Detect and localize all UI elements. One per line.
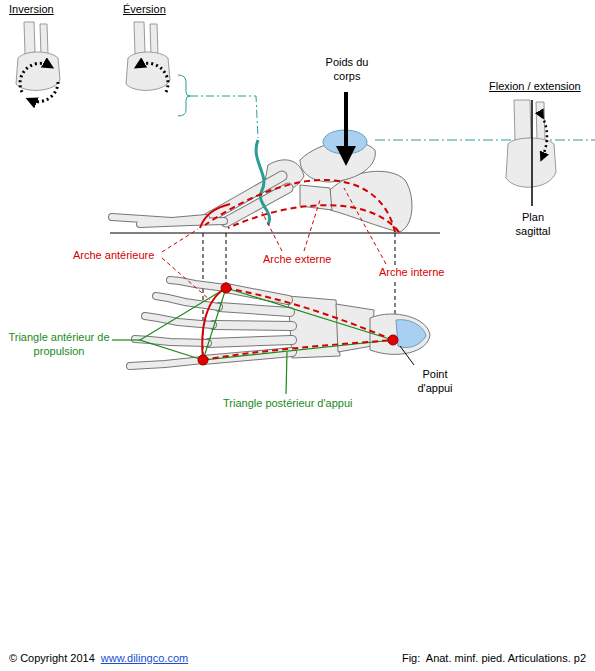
rotation-arrow: [20, 63, 168, 101]
axis-line: [375, 140, 595, 141]
copyright-note: © Copyright 2014: [8, 652, 96, 666]
arch-line: [200, 180, 399, 232]
ankle-rear-view: [16, 22, 170, 90]
figure-caption: Fig: Anat. minf. pied. Articulations. p2: [401, 652, 587, 666]
triangle-label: Triangle postérieur d'appui: [222, 397, 354, 411]
arch-line: [202, 288, 393, 360]
plane-label: Plan sagittal: [505, 211, 561, 239]
arch-label: Arche externe: [262, 253, 332, 267]
plane-line: [531, 100, 533, 206]
leader-line: [400, 346, 414, 365]
support-point-label: Point d'appui: [408, 368, 462, 396]
support-dot: [198, 283, 398, 365]
weight-arrow: [344, 92, 348, 158]
ankle-front-view: [506, 100, 556, 187]
motion-title: Inversion: [8, 3, 55, 17]
joint-line: [256, 140, 269, 225]
triangle-label: Triangle antérieur de propulsion: [6, 331, 112, 359]
rotation-arrow: [542, 116, 547, 158]
leader-line: [190, 96, 258, 138]
arch-label: Arche interne: [378, 266, 445, 280]
force-label: Poids du corps: [321, 56, 373, 84]
ground-line: [110, 233, 440, 234]
website-link: www.dilingco.com: [100, 652, 189, 666]
triangle-line: [112, 288, 393, 394]
bracket: [178, 75, 190, 116]
leader-line: [162, 188, 386, 300]
arch-label: Arche antérieure: [72, 249, 155, 263]
motion-title: Flexion / extension: [488, 80, 582, 94]
motion-title: Éversion: [122, 3, 167, 17]
